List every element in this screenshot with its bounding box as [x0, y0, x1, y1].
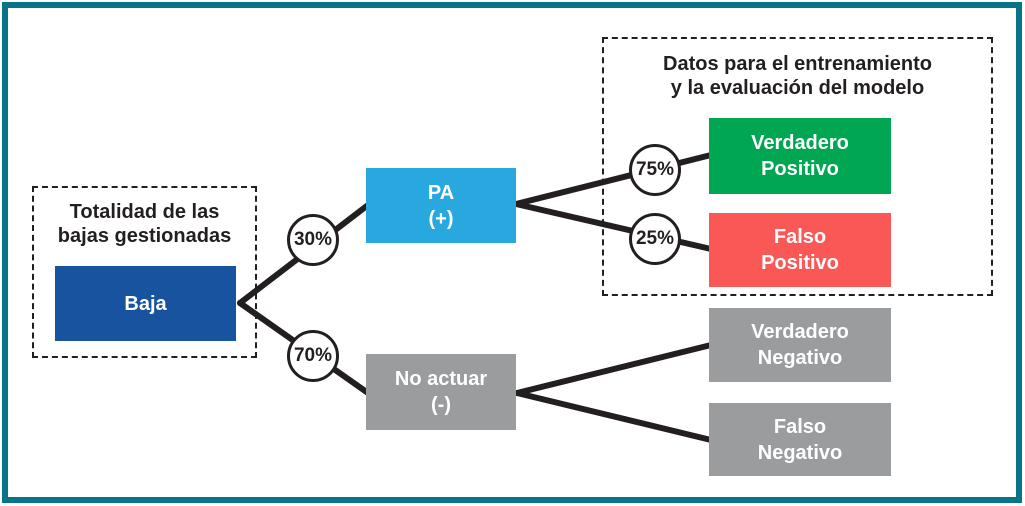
- node-verdadero-positivo: Verdadero Positivo: [709, 118, 891, 194]
- group-label-totalidad-line1: Totalidad de las: [69, 201, 220, 223]
- node-falso-positivo: Falso Positivo: [709, 213, 891, 287]
- probability-badge-no-actuar: 70%: [287, 330, 339, 382]
- group-label-datos-line2: y la evaluación del modelo: [670, 77, 925, 100]
- group-label-datos-line1: Datos para el entrenamiento: [663, 53, 932, 75]
- group-label-datos: Datos para el entrenamiento y la evaluac…: [602, 52, 993, 101]
- node-baja: Baja: [55, 266, 236, 341]
- probability-badge-pa: 30%: [287, 214, 339, 266]
- group-box-datos-entrenamiento: [602, 37, 993, 296]
- probability-badge-verdadero-positivo: 75%: [629, 144, 681, 196]
- node-no-actuar-label-line2: (-): [431, 394, 451, 416]
- branch-line-pa-to-vp: [513, 152, 714, 207]
- probability-badge-falso-positivo: 25%: [629, 213, 681, 265]
- group-box-totalidad: [32, 186, 257, 358]
- node-falso-negativo-line1: Falso: [773, 415, 827, 438]
- node-verdadero-positivo-line1: Verdadero: [751, 132, 849, 154]
- probability-badge-pa-value: 30%: [293, 229, 333, 250]
- probability-badge-falso-positivo-value: 25%: [635, 228, 675, 249]
- branch-line-noactuar-to-fn: [514, 390, 714, 443]
- node-falso-negativo-line2: Negativo: [757, 441, 843, 464]
- node-falso-positivo-line1: Falso: [773, 226, 827, 248]
- node-no-actuar: No actuar (-): [366, 354, 516, 430]
- branch-line-pa-to-fp: [513, 201, 714, 252]
- group-label-totalidad: Totalidad de las bajas gestionadas: [32, 200, 257, 249]
- node-falso-negativo: Falso Negativo: [709, 403, 891, 476]
- branch-line-noactuar-to-vn: [514, 342, 714, 396]
- probability-badge-no-actuar-value: 70%: [293, 345, 333, 366]
- node-baja-label: Baja: [124, 292, 167, 315]
- node-verdadero-negativo-line2: Negativo: [757, 347, 843, 369]
- node-verdadero-negativo: Verdadero Negativo: [709, 308, 891, 382]
- node-pa-label-line2: (+): [428, 207, 454, 230]
- node-no-actuar-label-line1: No actuar: [394, 368, 488, 390]
- node-verdadero-negativo-line1: Verdadero: [751, 321, 849, 343]
- node-pa-label-line1: PA: [427, 181, 455, 204]
- node-falso-positivo-line2: Positivo: [761, 252, 839, 274]
- group-label-totalidad-line2: bajas gestionadas: [57, 225, 232, 248]
- node-verdadero-positivo-line2: Positivo: [761, 158, 839, 180]
- node-pa: PA (+): [366, 168, 516, 243]
- probability-badge-verdadero-positivo-value: 75%: [635, 159, 675, 180]
